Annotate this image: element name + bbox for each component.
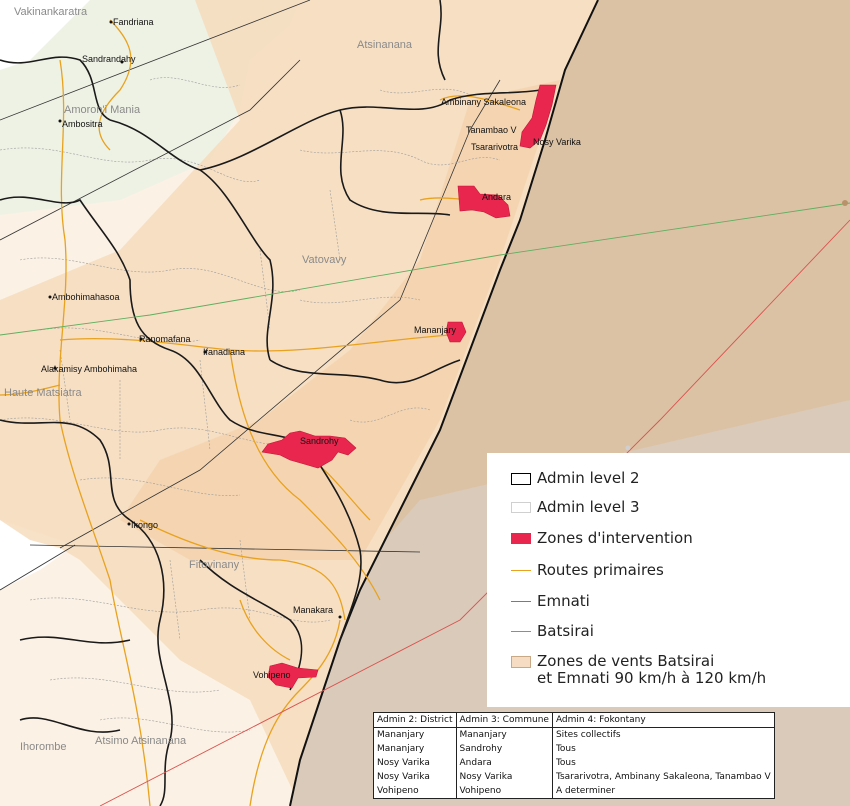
table-cell: Andara — [455, 756, 553, 770]
batsirai-track-point — [842, 200, 848, 206]
town-dot — [203, 350, 207, 354]
wind-zone-swatch — [511, 656, 531, 668]
place-label: Manakara — [293, 605, 333, 615]
town-dot — [338, 615, 342, 619]
town-dot — [139, 337, 143, 341]
table-row: Mananjary Sandrohy Tous — [373, 742, 775, 756]
legend-label: Admin level 3 — [537, 498, 640, 516]
place-label: Nosy Varika — [533, 137, 581, 147]
table-header-row: Admin 2: District Admin 3: Commune Admin… — [373, 712, 775, 728]
table-header: Admin 3: Commune — [455, 712, 553, 728]
region-label: Atsimo Atsinanana — [95, 735, 187, 747]
legend-wind-zone: Zones de vents Batsirai et Emnati 90 km/… — [511, 653, 766, 687]
place-label: Ifanadiana — [203, 347, 245, 357]
emnati-swatch — [511, 601, 531, 602]
coastline — [289, 0, 599, 806]
table-cell: Mananjary — [373, 727, 457, 742]
place-label: Fandriana — [113, 17, 154, 27]
table-cell: Nosy Varika — [373, 770, 457, 784]
town-dot — [120, 60, 124, 64]
intervention-swatch — [511, 533, 531, 544]
table-cell: Tous — [551, 756, 775, 770]
zone-sandrohy[interactable] — [261, 430, 357, 469]
region-label: Vatovavy — [302, 254, 347, 266]
roads-swatch — [511, 570, 531, 571]
legend-wind-text: Zones de vents Batsirai et Emnati 90 km/… — [537, 653, 766, 687]
legend-label: Admin level 2 — [537, 469, 640, 487]
table-cell: Tsararivotra, Ambinany Sakaleona, Tanamb… — [551, 770, 775, 784]
place-label: Tsararivotra — [471, 142, 518, 152]
place-label: Ambositra — [62, 119, 103, 129]
town-dot — [109, 20, 113, 24]
batsirai-track — [0, 202, 850, 336]
place-label: Ambinany Sakaleona — [441, 97, 526, 107]
table-header: Admin 2: District — [373, 712, 457, 728]
table-cell: Mananjary — [455, 727, 553, 742]
region-label: Fitovinany — [189, 559, 240, 571]
table-row: Vohipeno Vohipeno A determiner — [373, 784, 775, 799]
place-label: Andara — [482, 192, 511, 202]
region-label: Vakinankaratra — [14, 6, 88, 18]
place-label: Sandrandahy — [82, 54, 136, 64]
region-label: Atsinanana — [357, 39, 413, 51]
place-label: Sandrohy — [300, 436, 339, 446]
table-cell: Tous — [551, 742, 775, 756]
wind-zone-boundaries — [0, 0, 501, 591]
place-label: Tanambao V — [466, 125, 517, 135]
legend-label: et Emnati 90 km/h à 120 km/h — [537, 669, 767, 687]
admin2-swatch — [511, 472, 531, 485]
place-label: Ranomafana — [139, 334, 191, 344]
region-label: Ihorombe — [20, 741, 66, 753]
white-outside-zone — [0, 0, 90, 70]
place-label: Mananjary — [414, 325, 457, 335]
table-cell: Mananjary — [373, 742, 457, 756]
table-cell: Sites collectifs — [551, 727, 775, 742]
legend-label: Routes primaires — [537, 561, 664, 579]
place-label: Vohipeno — [253, 670, 291, 680]
legend-label: Zones de vents Batsirai — [537, 652, 715, 670]
intervention-zones[interactable] — [261, 84, 557, 689]
legend-intervention: Zones d'intervention — [511, 530, 693, 547]
zone-vohipeno[interactable] — [267, 662, 319, 689]
town-dot — [58, 119, 62, 123]
place-labels: Vakinankaratra Atsinanana Amoron'i Mania… — [4, 6, 581, 753]
region-label: Haute Matsiatra — [4, 387, 83, 399]
legend-roads: Routes primaires — [511, 562, 664, 579]
place-label: Ikongo — [131, 520, 158, 530]
batsirai-swatch — [511, 631, 531, 632]
wind-zone-inner — [120, 80, 560, 560]
legend-admin3: Admin level 3 — [511, 499, 640, 516]
place-label: Alakamisy Ambohimaha — [41, 364, 137, 374]
admin-table: Admin 2: District Admin 3: Commune Admin… — [373, 712, 775, 799]
legend-batsirai: Batsirai — [511, 623, 594, 640]
region-label: Amoron'i Mania — [64, 104, 141, 116]
zone-andara[interactable] — [457, 185, 511, 219]
admin3-boundaries — [0, 77, 501, 733]
emnati-track-point — [625, 445, 631, 451]
admin3-swatch — [511, 502, 531, 513]
table-cell: Nosy Varika — [455, 770, 553, 784]
table-cell: Vohipeno — [373, 784, 457, 799]
place-label: Ambohimahasoa — [52, 292, 120, 302]
table-cell: Nosy Varika — [373, 756, 457, 770]
table-cell: A determiner — [551, 784, 775, 799]
legend-label: Batsirai — [537, 622, 594, 640]
white-outside-zone-2 — [0, 520, 75, 590]
table-cell: Vohipeno — [455, 784, 553, 799]
legend-label: Emnati — [537, 592, 590, 610]
zone-mananjary[interactable] — [445, 321, 467, 343]
table-row: Nosy Varika Andara Tous — [373, 756, 775, 770]
table-row: Mananjary Mananjary Sites collectifs — [373, 727, 775, 742]
legend-emnati: Emnati — [511, 593, 590, 610]
town-dot — [48, 295, 52, 299]
town-dot — [53, 366, 57, 370]
legend-admin2: Admin level 2 — [511, 470, 640, 487]
table-row: Nosy Varika Nosy Varika Tsararivotra, Am… — [373, 770, 775, 784]
table-header: Admin 4: Fokontany — [551, 712, 775, 728]
map-legend: Admin level 2 Admin level 3 Zones d'inte… — [487, 453, 850, 707]
zone-nosy-varika[interactable] — [519, 84, 557, 149]
legend-label: Zones d'intervention — [537, 529, 693, 547]
town-dot — [127, 522, 131, 526]
table-cell: Sandrohy — [455, 742, 553, 756]
